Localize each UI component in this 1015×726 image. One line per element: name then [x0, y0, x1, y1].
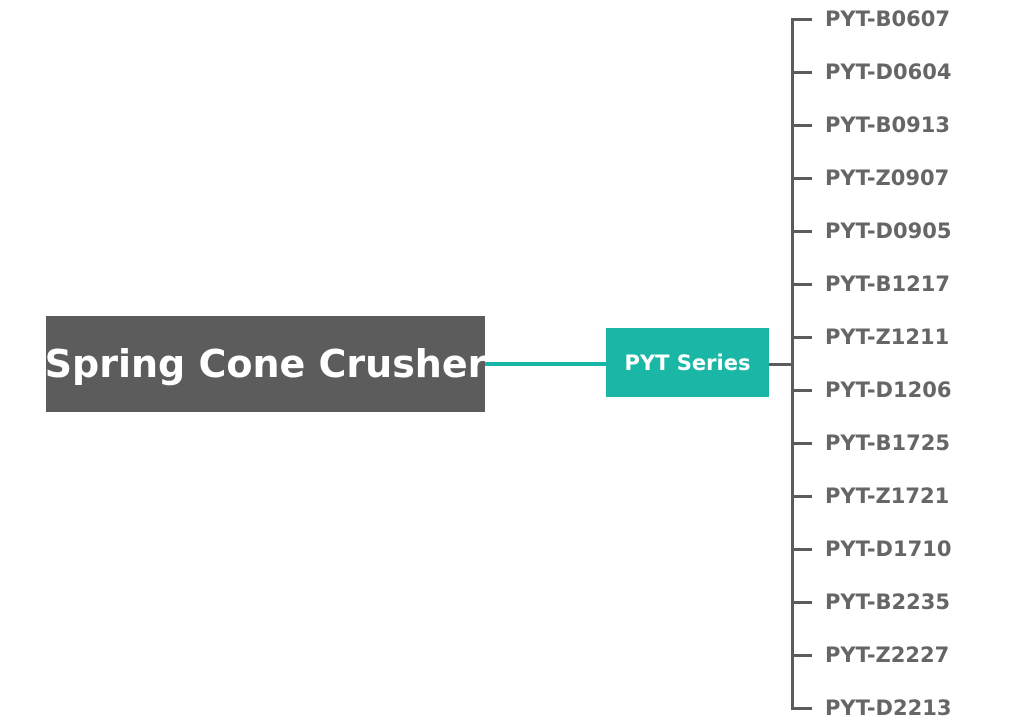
branch-tick	[791, 70, 812, 74]
series-to-trunk-connector	[769, 363, 793, 366]
model-label: PYT-D1206	[825, 378, 952, 402]
model-node[interactable]: PYT-Z0907	[791, 163, 949, 193]
model-label: PYT-D2213	[825, 696, 952, 720]
root-to-series-connector	[485, 362, 607, 366]
model-label: PYT-B0913	[825, 113, 951, 137]
model-node[interactable]: PYT-B1217	[791, 269, 950, 299]
model-label: PYT-D0604	[825, 60, 952, 84]
model-label: PYT-Z1721	[825, 484, 950, 508]
model-label: PYT-B1725	[825, 431, 951, 455]
model-label: PYT-B2235	[825, 590, 951, 614]
series-node-pyt[interactable]: PYT Series	[606, 328, 769, 397]
model-node[interactable]: PYT-Z2227	[791, 640, 949, 670]
model-node[interactable]: PYT-B0913	[791, 110, 950, 140]
branch-tick	[791, 17, 812, 21]
branch-tick	[791, 653, 812, 657]
branch-tick	[791, 282, 812, 286]
model-node[interactable]: PYT-Z1721	[791, 481, 949, 511]
branch-tick	[791, 547, 812, 551]
branch-trunk-line	[791, 18, 794, 710]
model-node[interactable]: PYT-Z1211	[791, 322, 949, 352]
model-label: PYT-D1710	[825, 537, 952, 561]
branch-tick	[791, 441, 812, 445]
branch-tick	[791, 335, 812, 339]
model-label: PYT-B1217	[825, 272, 951, 296]
root-node-spring-cone-crusher[interactable]: Spring Cone Crusher	[44, 316, 487, 412]
model-node[interactable]: PYT-D1710	[791, 534, 951, 564]
branch-tick	[791, 494, 812, 498]
model-label: PYT-B0607	[825, 7, 951, 31]
model-node[interactable]: PYT-D1206	[791, 375, 951, 405]
model-label: PYT-Z0907	[825, 166, 950, 190]
model-label: PYT-Z1211	[825, 325, 950, 349]
branch-tick	[791, 229, 812, 233]
model-node[interactable]: PYT-D0905	[791, 216, 951, 246]
branch-tick	[791, 176, 812, 180]
branch-tick	[791, 123, 812, 127]
model-label: PYT-Z2227	[825, 643, 950, 667]
branch-tick	[791, 706, 812, 710]
branch-tick	[791, 388, 812, 392]
root-node-label: Spring Cone Crusher	[44, 342, 487, 386]
model-node[interactable]: PYT-D0604	[791, 57, 951, 87]
model-node[interactable]: PYT-B2235	[791, 587, 950, 617]
model-node[interactable]: PYT-D2213	[791, 693, 951, 723]
branch-tick	[791, 600, 812, 604]
model-node[interactable]: PYT-B1725	[791, 428, 950, 458]
model-label: PYT-D0905	[825, 219, 952, 243]
model-node[interactable]: PYT-B0607	[791, 4, 950, 34]
series-node-label: PYT Series	[624, 350, 751, 375]
